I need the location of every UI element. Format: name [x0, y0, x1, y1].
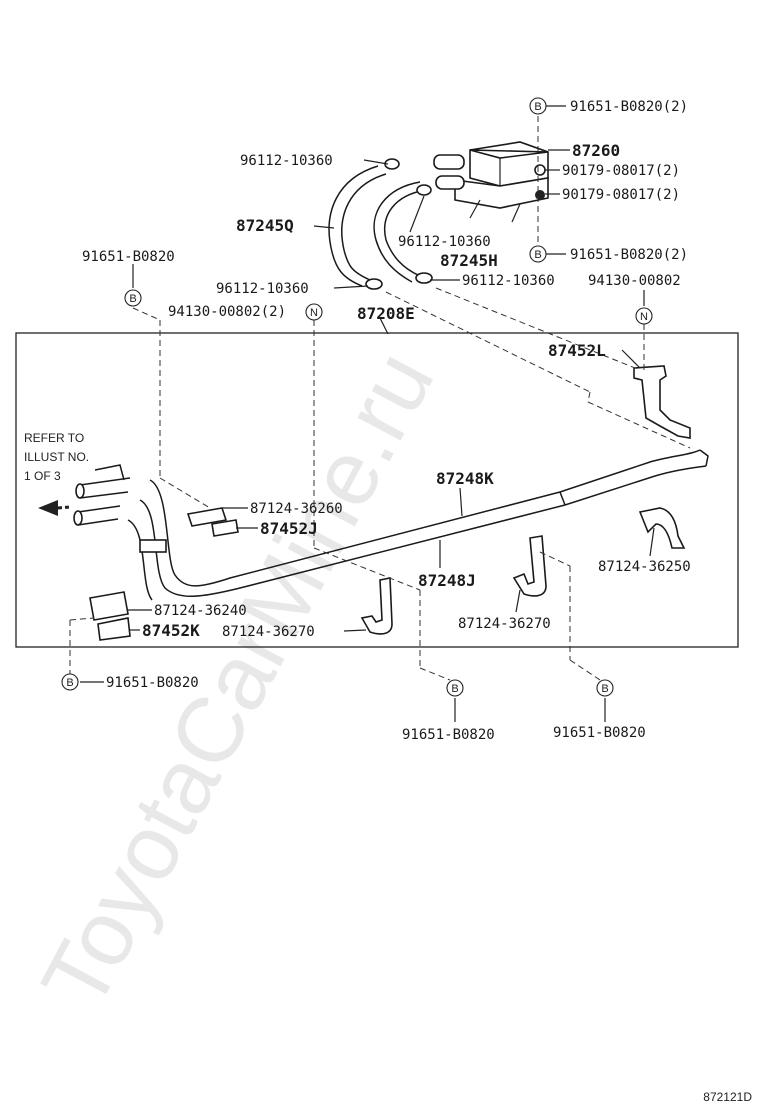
- refer-note: REFER TO ILLUST NO. 1 OF 3: [24, 431, 89, 483]
- label-96112-10360-a: 96112-10360: [240, 153, 333, 169]
- label-91651-b0820-2-mid: 91651-B0820(2): [570, 247, 688, 263]
- label-90179-08017-2-a: 90179-08017(2): [562, 163, 680, 179]
- callout-n-left: N: [305, 303, 323, 321]
- svg-text:B: B: [601, 683, 608, 695]
- callout-b-top: B: [529, 97, 547, 115]
- illustration-code: 872121D: [703, 1090, 752, 1104]
- svg-text:N: N: [640, 311, 648, 323]
- reference-lines: [69, 116, 691, 681]
- label-91651-b0820-bottom-mid: 91651-B0820: [402, 727, 495, 743]
- label-87248k: 87248K: [436, 469, 494, 488]
- label-87452l: 87452L: [548, 341, 606, 360]
- clamp-icon: [416, 184, 432, 196]
- label-96112-10360-c: 96112-10360: [216, 281, 309, 297]
- label-87124-36260: 87124-36260: [250, 501, 343, 517]
- label-87245h: 87245H: [440, 251, 498, 270]
- callout-b-bottom-left: B: [61, 673, 79, 691]
- nut-icon: [534, 164, 546, 176]
- clamp-icon: [415, 272, 433, 284]
- arrow-left-icon: [38, 500, 58, 516]
- label-87124-36250: 87124-36250: [598, 559, 691, 575]
- callout-b-left: B: [124, 289, 142, 307]
- leader-lines: [80, 105, 655, 722]
- label-91651-b0820-bottom-right: 91651-B0820: [553, 725, 646, 741]
- svg-text:1 OF 3: 1 OF 3: [24, 469, 61, 483]
- clamp-87452j: [211, 519, 239, 537]
- label-87452k: 87452K: [142, 621, 200, 640]
- label-96112-10360-d: 96112-10360: [462, 273, 555, 289]
- clamp-87124-36240: [89, 591, 129, 621]
- label-87124-36240: 87124-36240: [154, 603, 247, 619]
- svg-text:ILLUST NO.: ILLUST NO.: [24, 450, 89, 464]
- label-91651-b0820-left: 91651-B0820: [82, 249, 175, 265]
- clamp-87124-36270-a: [360, 577, 393, 635]
- svg-text:B: B: [129, 293, 136, 305]
- bracket-87452l: [633, 365, 691, 439]
- callout-b-mid: B: [529, 245, 547, 263]
- label-94130-00802-right: 94130-00802: [588, 273, 681, 289]
- svg-text:B: B: [534, 249, 541, 261]
- tube-assembly: [73, 449, 709, 601]
- callout-b-bottom-right: B: [596, 679, 614, 697]
- hose-87245q: [341, 173, 387, 281]
- clamp-icon: [365, 278, 383, 290]
- label-87260: 87260: [572, 141, 620, 160]
- watermark: ToyotaCarMine.ru: [23, 335, 454, 1024]
- clamp-87452k: [97, 617, 131, 641]
- clamp-87124-36260: [186, 507, 228, 527]
- label-87208e: 87208E: [357, 304, 415, 323]
- nut-icon: [535, 190, 545, 200]
- label-87248j: 87248J: [418, 571, 476, 590]
- label-96112-10360-b: 96112-10360: [398, 234, 491, 250]
- label-94130-00802-2: 94130-00802(2): [168, 304, 286, 320]
- label-90179-08017-2-b: 90179-08017(2): [562, 187, 680, 203]
- callout-b-bottom-mid: B: [446, 679, 464, 697]
- svg-text:B: B: [451, 683, 458, 695]
- svg-text:B: B: [66, 677, 73, 689]
- label-87124-36270-a: 87124-36270: [222, 624, 315, 640]
- vacuum-valve-assembly: [433, 141, 549, 223]
- svg-text:B: B: [534, 101, 541, 113]
- assembly-frame: [15, 332, 739, 648]
- clamp-87124-36250: [638, 507, 686, 549]
- label-87124-36270-b: 87124-36270: [458, 616, 551, 632]
- label-87452j: 87452J: [260, 519, 318, 538]
- label-87245q: 87245Q: [236, 216, 294, 235]
- clamp-87124-36270-b: [512, 535, 547, 597]
- label-91651-b0820-bottom-left: 91651-B0820: [106, 675, 199, 691]
- label-91651-b0820-2-top: 91651-B0820(2): [570, 99, 688, 115]
- svg-text:N: N: [310, 307, 318, 319]
- hose-87245h: [384, 189, 427, 277]
- svg-text:REFER TO: REFER TO: [24, 431, 84, 445]
- callout-n-right: N: [635, 307, 653, 325]
